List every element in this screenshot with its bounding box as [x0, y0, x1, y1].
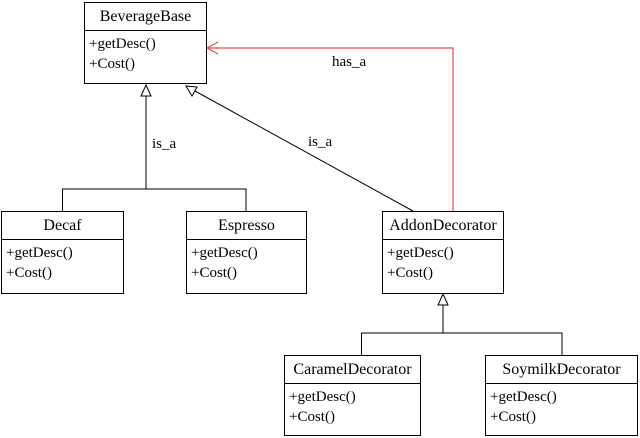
class-methods: +getDesc() +Cost() [486, 384, 637, 427]
method-getdesc: +getDesc() [490, 389, 557, 405]
method-cost: +Cost() [89, 56, 135, 72]
addon-inheritance-line [194, 90, 414, 212]
method-cost: +Cost() [289, 409, 335, 425]
class-name: Decaf [2, 212, 123, 240]
class-methods: +getDesc() +Cost() [187, 240, 306, 283]
inheritance-arrowhead-beveragebase [140, 83, 152, 97]
aggregation-label: has_a [332, 54, 367, 70]
class-espresso: Espresso +getDesc() +Cost() [186, 211, 307, 294]
method-cost: +Cost() [191, 265, 237, 281]
class-name: SoymilkDecorator [486, 356, 637, 384]
class-methods: +getDesc() +Cost() [85, 31, 206, 74]
inheritance-label-right: is_a [308, 134, 333, 150]
inheritance-arrowhead-addondecorator [437, 292, 449, 306]
method-getdesc: +getDesc() [89, 36, 156, 52]
inheritance-arrowhead-addon [185, 85, 198, 97]
method-getdesc: +getDesc() [289, 389, 356, 405]
method-getdesc: +getDesc() [387, 245, 454, 261]
class-methods: +getDesc() +Cost() [2, 240, 123, 283]
method-cost: +Cost() [490, 409, 536, 425]
method-getdesc: +getDesc() [6, 245, 73, 261]
class-name: AddonDecorator [383, 212, 503, 240]
aggregation-line [207, 47, 454, 211]
method-cost: +Cost() [6, 265, 52, 281]
class-name: Espresso [187, 212, 306, 240]
method-cost: +Cost() [387, 265, 433, 281]
class-name: CaramelDecorator [285, 356, 420, 384]
inheritance-label-left: is_a [152, 136, 177, 152]
class-methods: +getDesc() +Cost() [383, 240, 503, 283]
class-name: BeverageBase [85, 3, 206, 31]
class-carameldecorator: CaramelDecorator +getDesc() +Cost() [284, 355, 421, 436]
aggregation-arrowhead [205, 41, 219, 55]
decaf-inheritance-line [62, 188, 247, 211]
class-beveragebase: BeverageBase +getDesc() +Cost() [84, 2, 207, 84]
method-getdesc: +getDesc() [191, 245, 258, 261]
class-decaf: Decaf +getDesc() +Cost() [1, 211, 124, 294]
class-soymilkdecorator: SoymilkDecorator +getDesc() +Cost() [485, 355, 638, 436]
class-addondecorator: AddonDecorator +getDesc() +Cost() [382, 211, 504, 294]
decorator-children-line [361, 332, 563, 355]
class-methods: +getDesc() +Cost() [285, 384, 420, 427]
